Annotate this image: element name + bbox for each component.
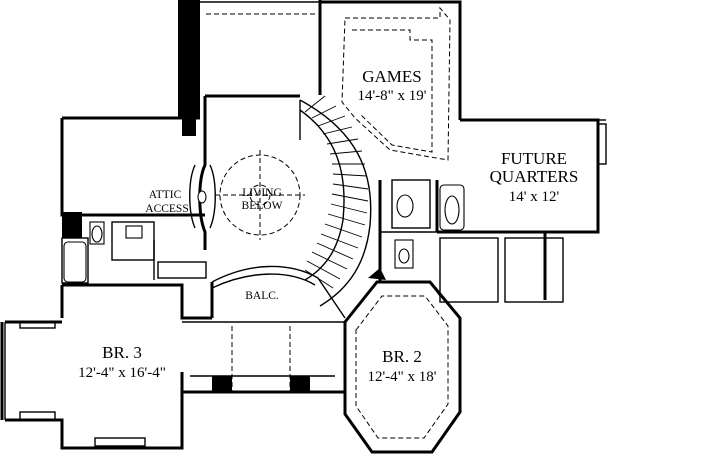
bedroom-2	[343, 280, 462, 454]
future-quarters-label-1: FUTURE	[501, 149, 567, 168]
future-quarters-room	[460, 118, 607, 300]
balcony	[210, 265, 319, 318]
bath-center	[380, 179, 465, 269]
future-quarters-label-2: QUARTERS	[490, 167, 579, 186]
attic-access-label-1: ATTIC	[149, 189, 182, 201]
attic-access-label-2: ACCESS	[145, 203, 188, 215]
br3-size: 12'-4" x 16'-4"	[78, 365, 166, 381]
living-below-label-2: BELOW	[242, 200, 283, 212]
br3-label: BR. 3	[102, 343, 142, 362]
bath-left	[61, 221, 207, 284]
hall-walls	[317, 180, 439, 319]
games-label: GAMES	[362, 67, 422, 86]
bedroom-3	[0, 283, 212, 450]
upper-open-area	[200, 0, 322, 95]
br2-size: 12'-4" x 18'	[367, 369, 436, 385]
hall-closets	[182, 321, 345, 394]
structural-wall-step	[182, 116, 196, 136]
games-room	[320, 0, 462, 161]
future-quarters-size: 14' x 12'	[509, 189, 560, 205]
living-below-area	[198, 94, 305, 250]
living-below-label-1: LIVING	[242, 187, 282, 199]
structural-wall-left	[178, 0, 200, 118]
attic-room	[60, 116, 216, 238]
balcony-label: BALC.	[245, 290, 279, 302]
closets-right	[437, 230, 568, 303]
games-size: 14'-8" x 19'	[357, 88, 426, 104]
br2-label: BR. 2	[382, 347, 422, 366]
curved-staircase	[299, 95, 372, 307]
